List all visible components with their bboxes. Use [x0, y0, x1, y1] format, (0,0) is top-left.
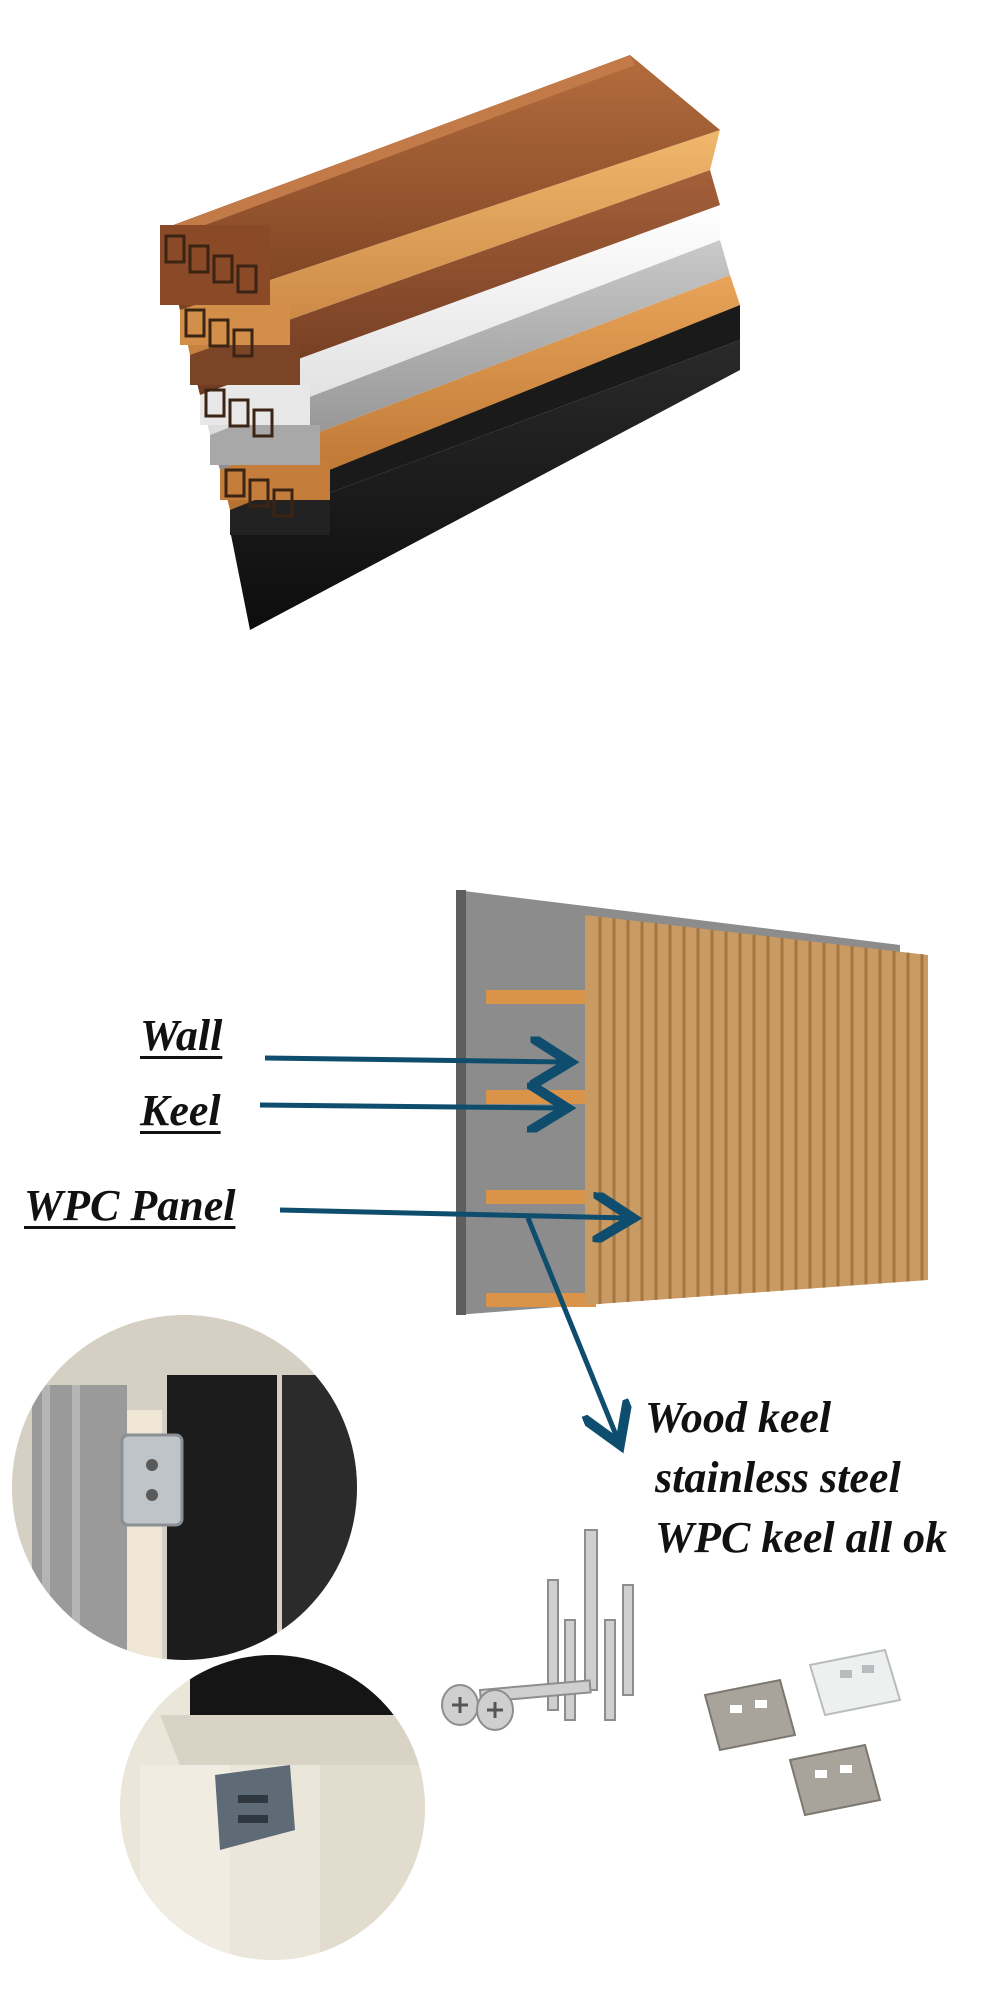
- note-line-1: Wood keel: [645, 1393, 832, 1442]
- note-line-3: WPC keel all ok: [655, 1513, 948, 1562]
- screws-image: [440, 1520, 670, 1750]
- note-line-2: stainless steel: [655, 1453, 901, 1502]
- clip-installation-photo-1: [12, 1315, 357, 1660]
- wall-label: Wall: [140, 1011, 223, 1060]
- clip-installation-photo-2: [120, 1655, 425, 1960]
- wpc-panel-label: WPC Panel: [24, 1181, 236, 1230]
- installation-diagram: [450, 885, 930, 1325]
- keel-label: Keel: [140, 1086, 221, 1135]
- wpc-panel-stack-image: [160, 40, 940, 640]
- clips-image: [700, 1640, 940, 1840]
